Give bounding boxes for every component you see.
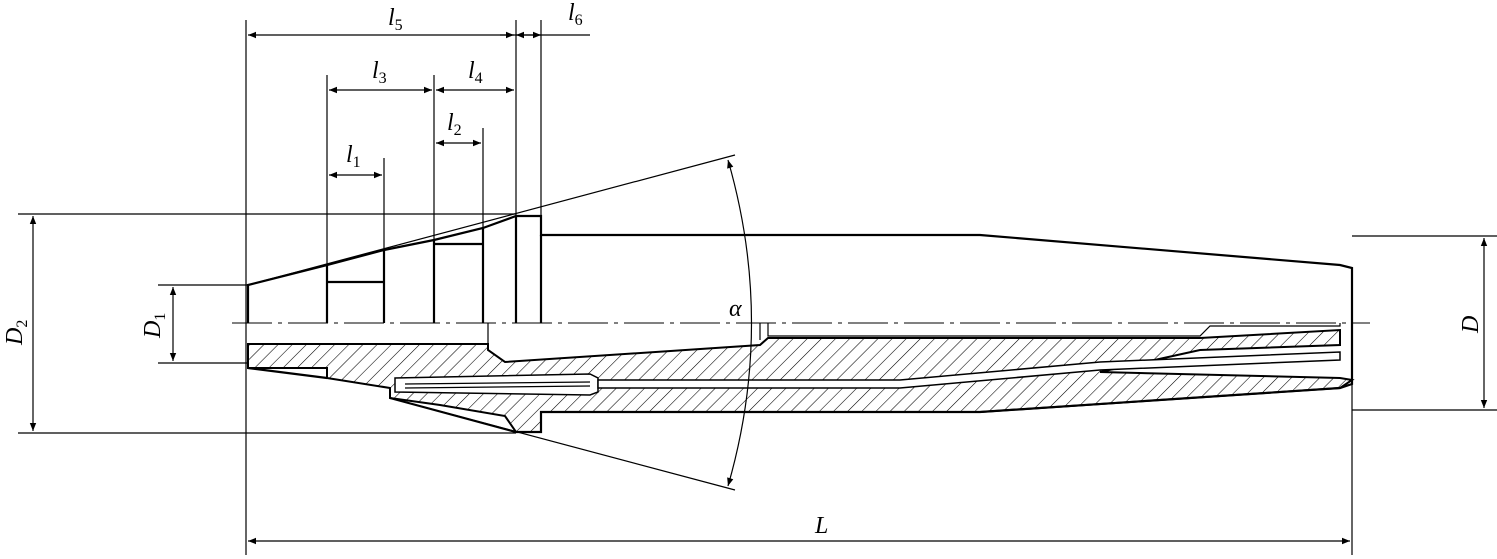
svg-text:L: L <box>814 513 828 539</box>
svg-text:D1: D1 <box>140 313 169 339</box>
dim-D2: D2 <box>2 216 37 431</box>
svg-text:l2: l2 <box>447 110 462 139</box>
svg-text:l5: l5 <box>388 5 403 34</box>
extension-lines <box>18 20 1497 555</box>
svg-text:l1: l1 <box>346 142 361 171</box>
svg-text:l6: l6 <box>568 0 583 29</box>
svg-text:D: D <box>1458 316 1484 334</box>
label-alpha: α <box>729 296 742 322</box>
alpha-arc <box>727 159 753 487</box>
upper-outline <box>246 214 1354 344</box>
dim-D1: D1 <box>140 287 177 361</box>
taper-line-bottom <box>389 397 736 491</box>
dim-l4: l4 <box>436 58 514 94</box>
dim-L: L <box>248 513 1350 545</box>
dim-l2: l2 <box>436 110 481 147</box>
svg-text:D2: D2 <box>2 320 31 346</box>
dim-l5: l5 <box>248 5 514 39</box>
dim-l1: l1 <box>329 142 382 179</box>
svg-text:l3: l3 <box>372 58 387 87</box>
dim-D: D <box>1458 238 1488 408</box>
dim-l3: l3 <box>329 58 432 94</box>
taper-line-top <box>247 154 736 286</box>
svg-text:l4: l4 <box>468 58 483 87</box>
lower-section <box>247 323 1355 434</box>
dim-l6: l6 <box>500 0 590 39</box>
